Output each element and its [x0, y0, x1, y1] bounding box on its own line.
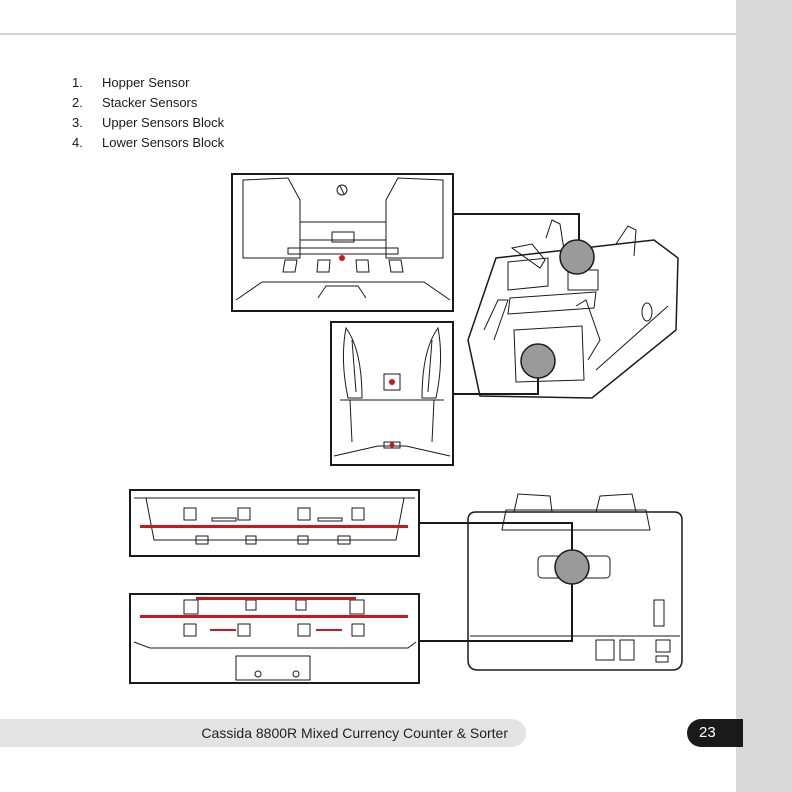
hopper-sensor-detail — [232, 174, 453, 311]
footer-title: Cassida 8800R Mixed Currency Counter & S… — [0, 719, 508, 747]
stacker-sensor-dot — [389, 379, 395, 385]
callouts — [521, 240, 594, 584]
lower-sensor-line — [316, 629, 342, 631]
leader-line-lower — [419, 584, 572, 641]
leader-line-stacker — [453, 378, 538, 394]
upper-sensor-line — [140, 525, 408, 528]
callout-stacker — [521, 344, 555, 378]
page-number: 23 — [687, 719, 743, 747]
lower-sensor-line — [210, 629, 236, 631]
callout-sensors — [555, 550, 589, 584]
lower-sensor-line — [140, 615, 408, 618]
stacker-sensor-dot — [390, 443, 395, 448]
upper-sensors-detail — [130, 490, 419, 556]
lower-sensors-detail — [130, 594, 419, 683]
leader-line-upper — [419, 523, 572, 550]
lower-sensor-line — [196, 597, 356, 600]
leader-lines — [419, 214, 579, 641]
callout-hopper — [560, 240, 594, 274]
hopper-sensor-dot — [339, 255, 345, 261]
